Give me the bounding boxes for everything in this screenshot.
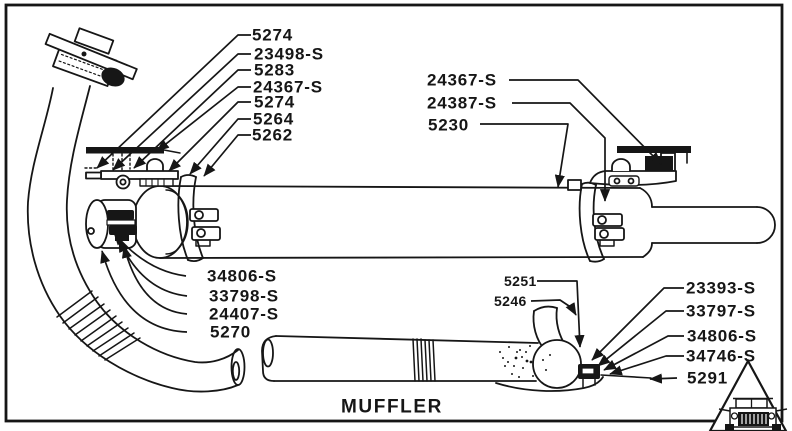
- part-label: 24367-S: [427, 70, 497, 90]
- part-label: 24387-S: [427, 93, 497, 113]
- part-label: 5246: [494, 293, 527, 309]
- part-label: 5270: [210, 322, 252, 342]
- part-label: 24367-S: [253, 77, 323, 97]
- flex-band-hatching: [56, 290, 141, 361]
- part-label: 5251: [504, 273, 537, 289]
- part-label: 34806-S: [687, 326, 757, 346]
- manifold-flange: [44, 27, 138, 87]
- part-label: 5274: [254, 92, 296, 112]
- support-bracket-left: [84, 147, 181, 190]
- part-label: 5264: [253, 109, 295, 129]
- inlet-connector: [85, 199, 137, 249]
- part-label: 34806-S: [207, 266, 277, 286]
- part-label: 5291: [687, 368, 729, 388]
- outlet-pipe-end: [756, 206, 776, 244]
- vehicle-icon: [718, 397, 788, 430]
- muffler-clamp-right: [578, 181, 625, 263]
- tailpipe: [261, 305, 652, 392]
- figure-caption: MUFFLER: [341, 396, 443, 418]
- top-clip: [567, 179, 582, 191]
- muffler-clamp-left: [177, 174, 221, 263]
- tailpipe-ball-end: [532, 339, 582, 389]
- part-label: 33798-S: [209, 286, 279, 306]
- part-label: 5283: [254, 60, 296, 80]
- triangle-logo: [708, 358, 788, 431]
- tailpipe-hatch-band: [412, 338, 436, 382]
- part-label: 5262: [252, 125, 294, 145]
- part-label: 5230: [428, 115, 470, 135]
- front-exhaust-pipe: [26, 85, 246, 393]
- muffler-body: [132, 179, 776, 259]
- part-label: 23393-S: [686, 278, 756, 298]
- leader-lines: [96, 34, 684, 384]
- part-label: 34746-S: [686, 346, 756, 366]
- part-label: 33797-S: [686, 301, 756, 321]
- border-frame: [4, 3, 784, 423]
- support-bracket-rear: [495, 364, 652, 392]
- part-label: 5274: [252, 25, 294, 45]
- part-label: 23498-S: [254, 44, 324, 64]
- part-label: 24407-S: [209, 304, 279, 324]
